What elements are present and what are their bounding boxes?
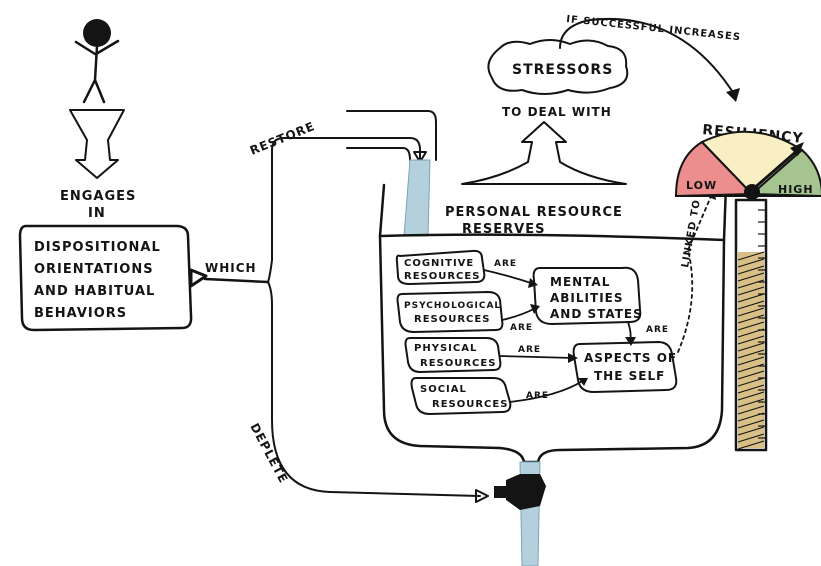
reserves-label: RESERVES (462, 222, 545, 237)
thermometer-hatch (737, 433, 765, 443)
mental-node: MENTAL ABILITIES AND STATES (532, 266, 643, 325)
low-label: LOW (686, 179, 717, 192)
psychological-node: PSYCHOLOGICAL RESOURCES (396, 291, 504, 333)
social-node: SOCIAL RESOURCES (410, 377, 512, 415)
thermometer-hatch (737, 405, 765, 415)
thermometer-hatch (737, 293, 765, 303)
svg-text:RESOURCES: RESOURCES (420, 358, 496, 369)
to-deal-with-label: TO DEAL WITH (502, 105, 612, 119)
thermometer-hatch (737, 391, 765, 401)
increases-arrow (559, 18, 735, 95)
thermometer-hatch (737, 384, 765, 394)
if-successful-label: IF SUCCESSFUL INCREASES (566, 14, 742, 43)
engages-label: ENGAGES (60, 189, 136, 204)
thermometer-hatch (737, 349, 765, 359)
are-label: ARE (510, 323, 533, 333)
which-connector (203, 277, 270, 284)
svg-text:SOCIAL: SOCIAL (420, 384, 467, 395)
thermometer-hatch (737, 300, 765, 310)
restore-path (267, 137, 421, 283)
physical-node: PHYSICAL RESOURCES (404, 337, 502, 373)
thermometer-hatch (737, 321, 765, 331)
dispositional-line-2: ORIENTATIONS (34, 262, 154, 277)
valve-icon (506, 474, 546, 510)
thermometer-hatch (737, 307, 765, 317)
which-label: WHICH (205, 261, 257, 275)
cognitive-node: COGNITIVE RESOURCES (395, 249, 486, 285)
are-label: ARE (518, 345, 541, 355)
svg-text:COGNITIVE: COGNITIVE (404, 258, 474, 269)
high-label: HIGH (778, 183, 814, 196)
dispositional-line-4: BEHAVIORS (34, 306, 127, 321)
svg-text:MENTAL: MENTAL (550, 275, 610, 289)
thermometer-hatch (737, 363, 765, 373)
deplete-label: DEPLETE (247, 421, 290, 486)
deplete-path (267, 281, 481, 497)
thermometer-hatch (737, 398, 765, 408)
are-label: ARE (646, 325, 669, 335)
in-label: IN (88, 206, 106, 221)
thermometer-hatch (737, 335, 765, 345)
are-label: ARE (526, 391, 549, 401)
down-arrow-icon (69, 109, 125, 179)
dispositional-line-3: AND HABITUAL (34, 284, 155, 299)
thermometer-hatch (737, 440, 765, 450)
are-arrows: ARE ARE ARE ARE ARE (483, 259, 669, 403)
resiliency-thermometer (734, 198, 768, 452)
svg-text:RESOURCES: RESOURCES (414, 314, 490, 325)
thermometer-hatch (737, 342, 765, 352)
svg-text:ABILITIES: ABILITIES (550, 291, 624, 305)
up-arrow-icon (461, 121, 627, 185)
thermometer-hatch (737, 377, 765, 387)
thermometer-hatch (737, 279, 765, 289)
thermometer-hatch (737, 272, 765, 282)
tank-water (378, 233, 726, 464)
inflow-water (403, 159, 431, 237)
stick-figure (74, 19, 120, 104)
aspects-node: ASPECTS OF THE SELF (572, 341, 678, 393)
linked-to-arrow (677, 193, 713, 353)
dispositional-box (18, 224, 193, 332)
svg-text:RESOURCES: RESOURCES (404, 271, 480, 282)
svg-text:PSYCHOLOGICAL: PSYCHOLOGICAL (404, 301, 501, 311)
thermometer-hatch (737, 356, 765, 366)
are-label: ARE (494, 259, 517, 269)
svg-text:RESOURCES: RESOURCES (432, 399, 508, 410)
dispositional-line-1: DISPOSITIONAL (34, 240, 161, 255)
thermometer-hatch (737, 258, 765, 268)
linked-to-label: LINKED TO (680, 199, 703, 269)
personal-resource-label: PERSONAL RESOURCE (445, 205, 623, 220)
thermometer-hatch (737, 419, 765, 429)
svg-text:PHYSICAL: PHYSICAL (414, 343, 477, 354)
thermometer-hatch (737, 265, 765, 275)
svg-text:AND STATES: AND STATES (550, 307, 643, 321)
svg-text:ASPECTS OF: ASPECTS OF (584, 351, 677, 365)
stressors-cloud (487, 39, 629, 95)
thermometer-hatch (737, 286, 765, 296)
thermometer-hatch (737, 251, 765, 261)
thermometer-hatch (737, 370, 765, 380)
thermometer-hatch (737, 314, 765, 324)
resiliency-gauge: LOW HIGH (674, 130, 821, 200)
thermometer-hatch (737, 426, 765, 436)
stressors-label: STRESSORS (512, 62, 613, 78)
svg-text:THE SELF: THE SELF (594, 369, 665, 383)
